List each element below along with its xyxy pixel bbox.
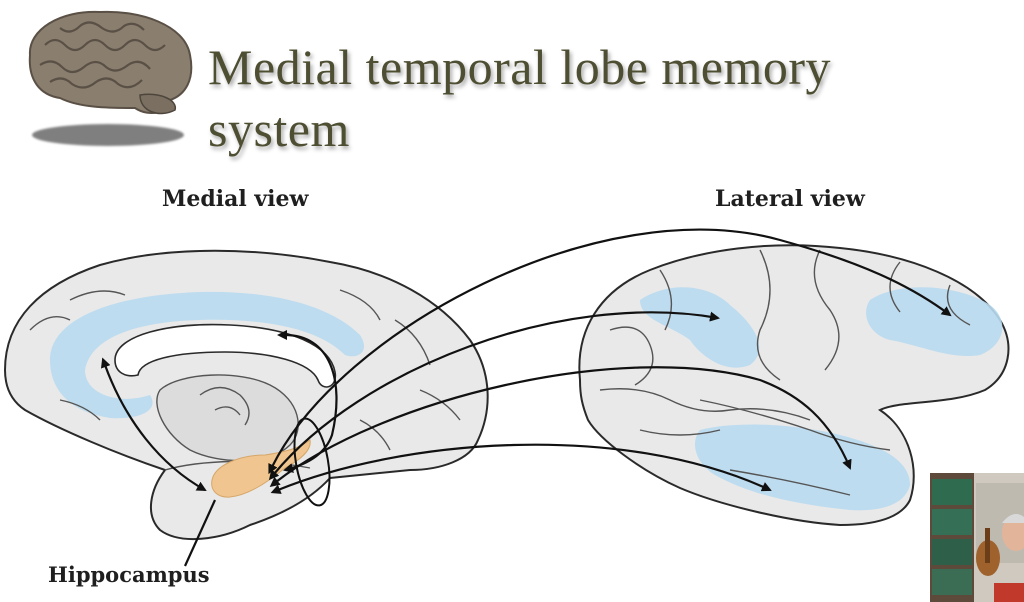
medial-view-label: Medial view xyxy=(162,186,309,212)
connection-arrows xyxy=(100,228,952,567)
slide-title: Medial temporal lobe memory system xyxy=(208,36,1008,160)
arrow-temporal xyxy=(269,366,852,487)
hippocampus-label: Hippocampus xyxy=(48,562,210,587)
arrow-inferior-temporal xyxy=(270,443,772,494)
title-line-2: system xyxy=(208,101,350,157)
hippocampus-pointer xyxy=(183,499,217,567)
medial-brain xyxy=(3,249,489,541)
arrow-anterior-cingulate xyxy=(100,357,207,491)
lateral-view-label: Lateral view xyxy=(715,186,865,212)
title-line-1: Medial temporal lobe memory xyxy=(208,39,832,95)
arrow-parietal xyxy=(268,311,720,481)
presenter-webcam xyxy=(930,473,1024,602)
